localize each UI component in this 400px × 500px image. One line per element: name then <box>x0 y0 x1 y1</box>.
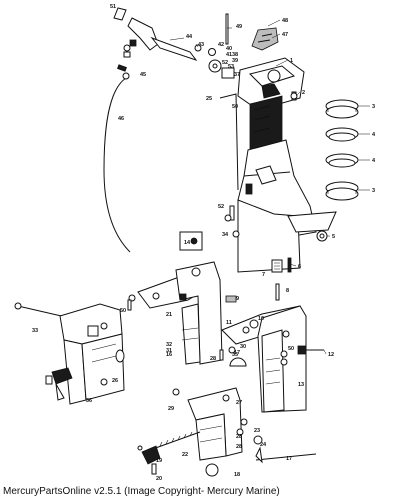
control-cable <box>103 77 131 253</box>
callout: 49 <box>236 24 242 30</box>
callout: 38 <box>232 52 238 58</box>
exploded-parts-diagram: 1 2 3 4 4 3 5 6 7 8 9 10 11 12 13 14 16 … <box>14 4 376 482</box>
callout: 17 <box>286 456 292 462</box>
callout: 18 <box>234 472 240 478</box>
steering-arm-assembly <box>113 7 235 79</box>
callout: 14 <box>184 240 191 246</box>
callout: 13 <box>298 382 304 388</box>
callout: 40 <box>226 46 232 52</box>
callout: 5 <box>332 234 335 240</box>
callout-labels: 1 2 3 4 4 3 5 6 7 8 9 10 11 12 13 14 16 … <box>32 4 376 482</box>
callout: 37 <box>234 72 240 78</box>
callout: 45 <box>140 72 146 78</box>
callout: 43 <box>198 42 204 48</box>
callout: 6 <box>298 264 301 270</box>
clip-block <box>271 257 292 301</box>
callout: 27 <box>236 400 242 406</box>
callout: 17 <box>234 350 240 356</box>
callout: 4 <box>372 132 376 138</box>
callout: 52 <box>218 204 224 210</box>
callout: 28 <box>236 444 242 450</box>
callout: 23 <box>254 428 260 434</box>
callout: 48 <box>282 18 288 24</box>
callout: 8 <box>286 288 289 294</box>
callout: 32 <box>166 342 172 348</box>
callout: 28 <box>236 434 242 440</box>
callout: 35 <box>232 352 238 358</box>
pad <box>225 295 237 303</box>
copyright-footer: MercuryPartsOnline v2.5.1 (Image Copyrig… <box>3 486 280 497</box>
shift-rod <box>219 93 239 191</box>
callout: 46 <box>118 116 124 122</box>
callout: 10 <box>258 316 264 322</box>
clamp-washer <box>229 357 247 367</box>
callout: 47 <box>282 32 288 38</box>
callout: 11 <box>226 320 232 326</box>
callout: 16 <box>166 352 172 358</box>
callout: 1 <box>290 58 293 64</box>
callout: 28 <box>210 356 216 362</box>
callout: 3 <box>372 188 375 194</box>
callout: 3 <box>372 104 375 110</box>
callout: 36 <box>86 398 92 404</box>
stern-bracket-right <box>221 305 307 413</box>
callout: 50 <box>120 308 126 314</box>
callout: 50 <box>288 346 294 352</box>
leader-lines <box>169 19 370 355</box>
callout: 7 <box>262 272 265 278</box>
callout: 2 <box>302 90 305 96</box>
callout: 20 <box>156 476 162 482</box>
callout: 22 <box>182 452 188 458</box>
callout: 4 <box>372 158 376 164</box>
callout: 9 <box>236 296 239 302</box>
callout: 25 <box>206 96 212 102</box>
callout: 21 <box>166 312 172 318</box>
callout: 24 <box>260 442 267 448</box>
lower-clamp-bracket <box>172 387 243 461</box>
swivel-bracket <box>137 261 223 365</box>
callout: 30 <box>240 344 246 350</box>
callout: 53 <box>228 64 234 70</box>
callout: 12 <box>328 352 334 358</box>
callout: 51 <box>110 4 116 10</box>
callout: 29 <box>168 406 174 412</box>
drive-shaft-housing <box>224 57 337 273</box>
callout: 41 <box>226 52 232 58</box>
callout: 50 <box>232 104 238 110</box>
callout: 39 <box>232 58 238 64</box>
callout: 31 <box>166 348 172 354</box>
bearing-rings <box>325 99 359 201</box>
callout: 34 <box>222 232 229 238</box>
callout: 26 <box>112 378 118 384</box>
callout: 33 <box>32 328 38 334</box>
stern-bracket-left <box>14 302 125 405</box>
callout: 44 <box>186 34 193 40</box>
cover-plate <box>251 27 279 51</box>
callout: 52 <box>222 60 228 66</box>
callout: 19 <box>156 458 162 464</box>
callout: 42 <box>218 42 224 48</box>
